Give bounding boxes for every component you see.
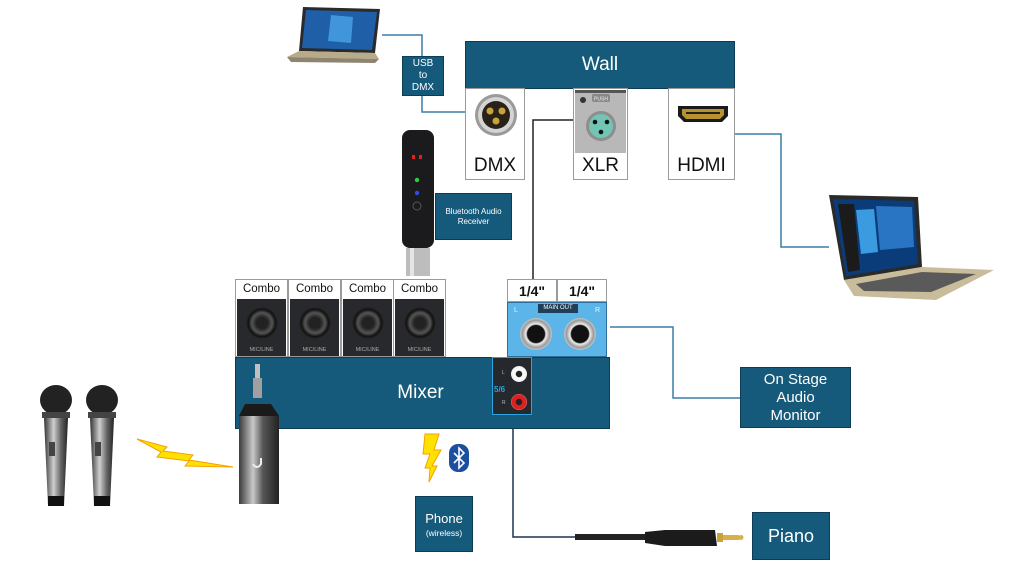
line-laptop-to-usb-dmx (382, 34, 423, 56)
line-xlr-to-main-out (532, 119, 580, 279)
line-usb-dmx-to-dmx-port (421, 95, 473, 113)
wireless-microphones-icon (40, 385, 118, 506)
rca-white-jack-icon (511, 366, 527, 382)
combo-caption: MIC/LINE (302, 347, 327, 353)
dmx-connector-icon (475, 94, 517, 136)
line-hdmi-to-laptop (734, 133, 829, 248)
main-out-panel: MAIN OUT L R (507, 302, 607, 357)
combo-jack-icon (245, 307, 278, 339)
rca-channel-label: 5/6 (494, 385, 506, 394)
phone-sublabel: (wireless) (425, 527, 463, 538)
main-out-right-label: R (594, 307, 600, 314)
combo-input-2: Combo MIC/LINE (288, 279, 341, 357)
combo-jack-icon (403, 307, 436, 339)
hdmi-port-label: HDMI (677, 155, 726, 176)
laptop-icon (287, 7, 380, 63)
bt-receiver-line2: Receiver (457, 216, 490, 226)
mixer-label: Mixer (397, 382, 444, 403)
combo-jack-icon (298, 307, 331, 339)
wireless-signal-lightning-icon (422, 433, 442, 483)
phone-box: Phone (wireless) (415, 496, 473, 552)
combo-caption: MIC/LINE (355, 347, 380, 353)
rca-right-label: R (502, 400, 506, 406)
xlr-port-label: XLR (582, 155, 619, 176)
wall-label: Wall (581, 54, 619, 75)
usb-to-dmx-line3: DMX (411, 82, 435, 93)
monitor-line3: Monitor (770, 406, 821, 424)
combo-title: Combo (295, 283, 334, 295)
bluetooth-receiver-device-icon (402, 130, 434, 276)
line-main-out-to-monitor (610, 326, 740, 399)
hdmi-port-icon (678, 106, 728, 122)
combo-caption: MIC/LINE (249, 347, 274, 353)
main-out-left-label: L (514, 307, 518, 314)
wall-port-xlr: PUSH XLR (573, 88, 628, 180)
wall-bar: Wall (465, 41, 735, 89)
combo-input-1: Combo MIC/LINE (235, 279, 288, 357)
quarter-inch-jack-icon (520, 318, 552, 350)
main-out-jack-label-right: 1/4" (557, 279, 607, 302)
rca-red-jack-icon (511, 394, 527, 410)
dmx-port-label: DMX (473, 155, 517, 176)
phone-label: Phone (425, 510, 463, 526)
rca-input-panel: L R 5/6 (492, 357, 532, 415)
combo-title: Combo (400, 283, 439, 295)
main-out-jack-label-left: 1/4" (507, 279, 557, 302)
combo-title: Combo (242, 283, 281, 295)
quarter-inch-jack-icon (564, 318, 596, 350)
main-out-caption: MAIN OUT (538, 304, 578, 313)
bt-receiver-line1: Bluetooth Audio (445, 206, 502, 216)
svg-text:PUSH: PUSH (594, 97, 608, 103)
wireless-receiver-icon (239, 364, 279, 504)
combo-input-4: Combo MIC/LINE (393, 279, 446, 357)
combo-input-3: Combo MIC/LINE (341, 279, 394, 357)
combo-caption: MIC/LINE (407, 347, 432, 353)
bluetooth-audio-receiver-box: Bluetooth Audio Receiver (435, 193, 512, 240)
wall-port-hdmi: HDMI (668, 88, 735, 180)
wireless-signal-lightning-icon (136, 438, 234, 468)
usb-to-dmx-line1: USB (412, 58, 434, 69)
aux-cable-plug-icon (575, 530, 744, 546)
piano-label: Piano (767, 525, 815, 546)
monitor-line1: On Stage (763, 370, 828, 388)
xlr-female-connector-icon: PUSH (575, 90, 626, 153)
bluetooth-icon (449, 444, 469, 472)
usb-to-dmx-line2: to (418, 70, 428, 81)
combo-title: Combo (348, 283, 387, 295)
rca-left-label: L (502, 370, 505, 376)
usb-to-dmx-box: USB to DMX (402, 56, 444, 96)
on-stage-audio-monitor-box: On Stage Audio Monitor (740, 367, 851, 428)
laptop-icon (829, 195, 994, 300)
line-rca-to-piano (512, 415, 575, 538)
combo-jack-icon (351, 307, 384, 339)
wall-port-dmx: DMX (465, 88, 525, 180)
mixer-box: Mixer (235, 357, 610, 429)
piano-box: Piano (752, 512, 830, 560)
monitor-line2: Audio (776, 388, 815, 406)
